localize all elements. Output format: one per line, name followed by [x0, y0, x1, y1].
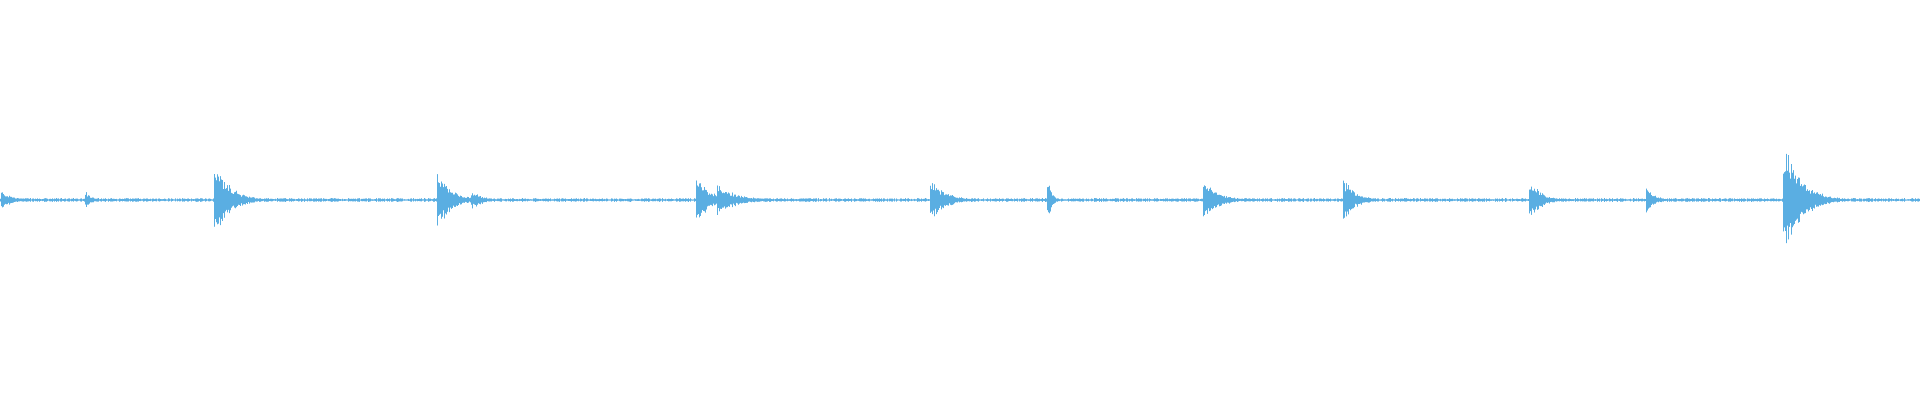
waveform-signal [0, 153, 1920, 244]
waveform-bars [0, 153, 1920, 244]
